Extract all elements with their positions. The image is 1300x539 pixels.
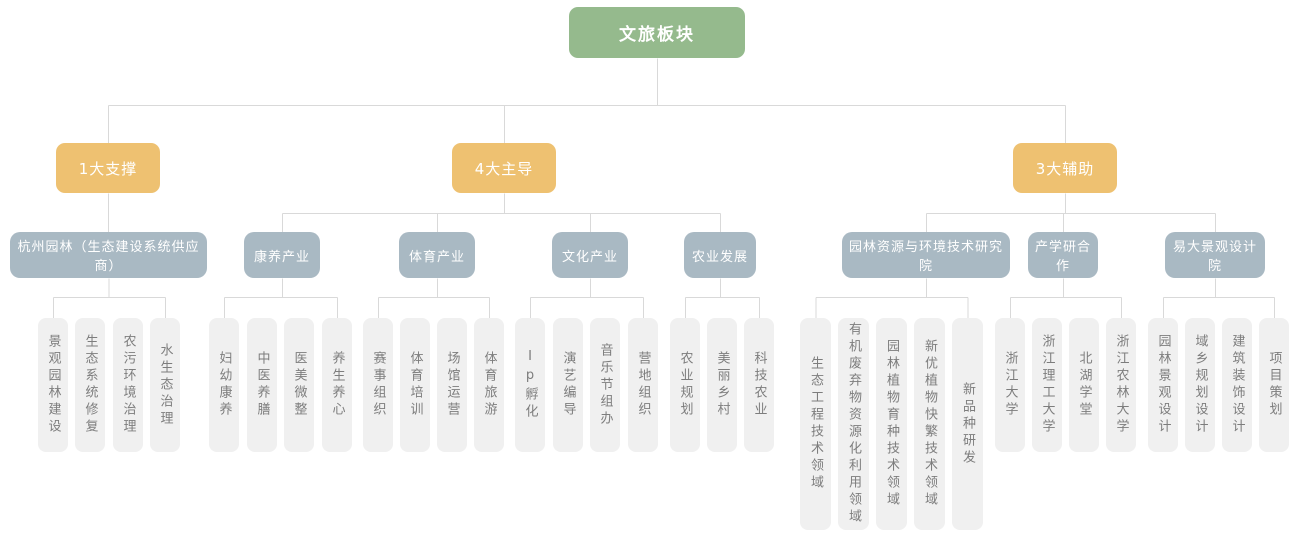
leaf-node: 场馆运营 [437, 318, 467, 452]
leaf-node-label: 赛事组织 [370, 351, 386, 419]
group-node: 杭州园林（生态建设系统供应商） [10, 232, 207, 278]
leaf-node-label: 美丽乡村 [714, 351, 730, 419]
leaf-node: 农业规划 [670, 318, 700, 452]
group-node-label: 体育产业 [408, 249, 465, 265]
leaf-node: 养生养心 [322, 318, 352, 452]
group-node: 农业发展 [684, 232, 756, 278]
group-node: 康养产业 [244, 232, 320, 278]
group-node: 体育产业 [399, 232, 475, 278]
leaf-node: 体育旅游 [474, 318, 504, 452]
branch-node-label: 3大辅助 [1035, 159, 1095, 178]
leaf-node: 体育培训 [400, 318, 430, 452]
root-node: 文旅板块 [569, 7, 745, 58]
leaf-node-label: 建筑装饰设计 [1229, 334, 1245, 436]
branch-node: 3大辅助 [1013, 143, 1117, 193]
leaf-node: 项目策划 [1259, 318, 1289, 452]
leaf-node-label: 水生态治理 [157, 342, 173, 428]
leaf-node: Ip孵化 [515, 318, 545, 452]
group-node: 易大景观设计院 [1165, 232, 1265, 278]
leaf-node-label: 域乡规划设计 [1192, 334, 1208, 436]
leaf-node-label: 北湖学堂 [1076, 351, 1092, 419]
branch-node-label: 4大主导 [474, 159, 534, 178]
leaf-node-label: 浙江大学 [1002, 351, 1018, 419]
leaf-node: 妇幼康养 [209, 318, 239, 452]
leaf-node: 有机废弃物资源化利用领域 [838, 318, 869, 530]
branch-node-label: 1大支撑 [78, 159, 138, 178]
leaf-node: 域乡规划设计 [1185, 318, 1215, 452]
leaf-node-label: 浙江农林大学 [1113, 334, 1129, 436]
leaf-node: 赛事组织 [363, 318, 393, 452]
leaf-node: 新优植物快繁技术领域 [914, 318, 945, 530]
leaf-node-label: 农业规划 [677, 351, 693, 419]
leaf-node-label: 科技农业 [751, 351, 767, 419]
group-node: 文化产业 [552, 232, 628, 278]
leaf-node: 园林植物育种技术领域 [876, 318, 907, 530]
group-node-label: 产学研合作 [1034, 240, 1091, 274]
leaf-node-label: 中医养膳 [254, 351, 270, 419]
leaf-node: 美丽乡村 [707, 318, 737, 452]
leaf-node-label: 养生养心 [329, 351, 345, 419]
leaf-node: 音乐节组办 [590, 318, 620, 452]
leaf-node-label: 妇幼康养 [216, 351, 232, 419]
leaf-node-label: 园林植物育种技术领域 [884, 339, 899, 509]
group-node-label: 杭州园林（生态建设系统供应商） [17, 240, 200, 274]
leaf-node: 北湖学堂 [1069, 318, 1099, 452]
group-node-label: 农业发展 [691, 249, 748, 265]
branch-node: 1大支撑 [56, 143, 160, 193]
leaf-node-label: 新品种研发 [960, 381, 975, 467]
leaf-node-label: 演艺编导 [560, 351, 576, 419]
branch-node: 4大主导 [452, 143, 556, 193]
leaf-node: 水生态治理 [150, 318, 180, 452]
leaf-node: 医美微整 [284, 318, 314, 452]
leaf-node-label: 音乐节组办 [597, 342, 613, 428]
leaf-node: 农污环境治理 [113, 318, 143, 452]
leaf-node-label: 生态工程技术领域 [808, 356, 823, 492]
leaf-node-label: 体育旅游 [481, 351, 497, 419]
leaf-node-label: 营地组织 [635, 351, 651, 419]
leaf-node-label: 新优植物快繁技术领域 [922, 339, 937, 509]
leaf-node-label: 医美微整 [291, 351, 307, 419]
leaf-node: 景观园林建设 [38, 318, 68, 452]
group-node-label: 文化产业 [561, 249, 618, 265]
group-node-label: 易大景观设计院 [1172, 240, 1257, 274]
leaf-node-label: Ip孵化 [522, 349, 538, 421]
leaf-node: 营地组织 [628, 318, 658, 452]
leaf-node: 演艺编导 [553, 318, 583, 452]
leaf-node: 生态工程技术领域 [800, 318, 831, 530]
leaf-node-label: 景观园林建设 [45, 334, 61, 436]
leaf-node: 新品种研发 [952, 318, 983, 530]
leaf-node-label: 项目策划 [1266, 351, 1282, 419]
leaf-node: 中医养膳 [247, 318, 277, 452]
leaf-node: 生态系统修复 [75, 318, 105, 452]
group-node: 产学研合作 [1028, 232, 1098, 278]
leaf-node: 浙江大学 [995, 318, 1025, 452]
leaf-node: 浙江农林大学 [1106, 318, 1136, 452]
leaf-node: 浙江理工大学 [1032, 318, 1062, 452]
leaf-node-label: 场馆运营 [444, 351, 460, 419]
group-node-label: 康养产业 [253, 249, 310, 265]
leaf-node-label: 园林景观设计 [1155, 334, 1171, 436]
leaf-node-label: 有机废弃物资源化利用领域 [846, 322, 861, 526]
leaf-node-label: 农污环境治理 [120, 334, 136, 436]
leaf-node-label: 生态系统修复 [82, 334, 98, 436]
leaf-node: 建筑装饰设计 [1222, 318, 1252, 452]
leaf-node-label: 体育培训 [407, 351, 423, 419]
leaf-node: 科技农业 [744, 318, 774, 452]
group-node-label: 园林资源与环境技术研究院 [848, 240, 1003, 274]
root-node-label: 文旅板块 [619, 25, 695, 45]
leaf-node-label: 浙江理工大学 [1039, 334, 1055, 436]
group-node: 园林资源与环境技术研究院 [842, 232, 1010, 278]
leaf-node: 园林景观设计 [1148, 318, 1178, 452]
